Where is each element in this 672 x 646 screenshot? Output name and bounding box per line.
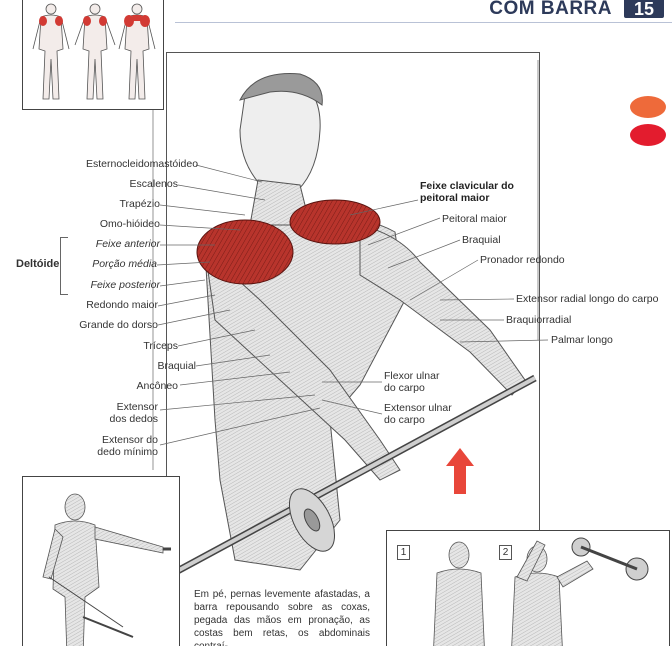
label-feixe-clavicular-2: peitoral maior	[420, 192, 490, 204]
label-omo-hioideo: Omo-hióideo	[99, 218, 160, 230]
label-feixe-posterior: Feixe posterior	[90, 279, 160, 291]
red-dot-marker	[630, 124, 666, 146]
variation-inset-cable	[22, 476, 180, 646]
orange-dot-marker	[630, 96, 666, 118]
label-pronador-redondo: Pronador redondo	[480, 254, 565, 266]
label-extensor-ulnar-2: do carpo	[384, 414, 425, 426]
step-number-1: 1	[397, 545, 410, 560]
deltoid-bracket	[60, 237, 68, 295]
label-deltoide-group: Deltóide	[16, 258, 60, 270]
label-extensor-radial-longo: Extensor radial longo do carpo	[516, 293, 659, 305]
label-flexor-ulnar-2: do carpo	[384, 382, 425, 394]
label-feixe-anterior: Feixe anterior	[95, 238, 160, 250]
label-braquial-left: Braquial	[157, 360, 196, 372]
page-title: COM BARRA	[489, 0, 612, 19]
label-flexor-ulnar-1: Flexor ulnar	[384, 370, 440, 382]
label-escalenos: Escalenos	[129, 178, 178, 190]
label-extensor-dedo-minimo-2: dedo mínimo	[97, 446, 158, 458]
label-triceps: Tríceps	[143, 340, 178, 352]
muscle-map-figures	[32, 3, 156, 100]
label-extensor-ulnar-1: Extensor ulnar	[384, 402, 452, 414]
label-feixe-clavicular-1: Feixe clavicular do	[420, 180, 514, 192]
cable-variation-figure	[42, 493, 171, 646]
steps-inset: 1 2	[386, 530, 670, 646]
label-braquiorradial: Braquiorradial	[506, 314, 572, 326]
label-extensor-dos-dedos-2: dos dedos	[109, 413, 158, 425]
left-arm-shape	[204, 248, 401, 481]
label-palmar-longo: Palmar longo	[551, 334, 613, 346]
left-deltoid-muscle	[196, 219, 294, 285]
instruction-text: Em pé, pernas levemente afastadas, a bar…	[194, 589, 370, 646]
header-rule	[175, 22, 672, 23]
upward-arrow-icon	[446, 448, 474, 494]
page-number-badge: 15	[624, 0, 664, 19]
right-leader-lines	[321, 60, 549, 415]
barbell	[168, 374, 537, 579]
step-number-2: 2	[499, 545, 512, 560]
main-illustration-frame	[166, 52, 540, 646]
steps-figures	[433, 537, 649, 646]
label-porcao-media: Porção média	[92, 258, 157, 270]
label-grande-do-dorso: Grande do dorso	[79, 319, 158, 331]
label-extensor-dos-dedos-1: Extensor	[116, 401, 158, 413]
left-leader-lines	[152, 110, 321, 470]
right-deltoid-muscle	[289, 199, 381, 245]
label-anconeo: Ancôneo	[136, 380, 178, 392]
label-braquial-right: Braquial	[462, 234, 501, 246]
label-redondo-maior: Redondo maior	[86, 299, 158, 311]
muscle-map-thumbnail	[22, 0, 164, 110]
label-esternocleidomastoideo: Esternocleidomastóideo	[86, 158, 199, 170]
label-peitoral-maior: Peitoral maior	[442, 213, 507, 225]
label-trapezio: Trapézio	[119, 198, 160, 210]
hair-shape	[239, 73, 323, 106]
label-extensor-dedo-minimo-1: Extensor do	[101, 434, 158, 446]
